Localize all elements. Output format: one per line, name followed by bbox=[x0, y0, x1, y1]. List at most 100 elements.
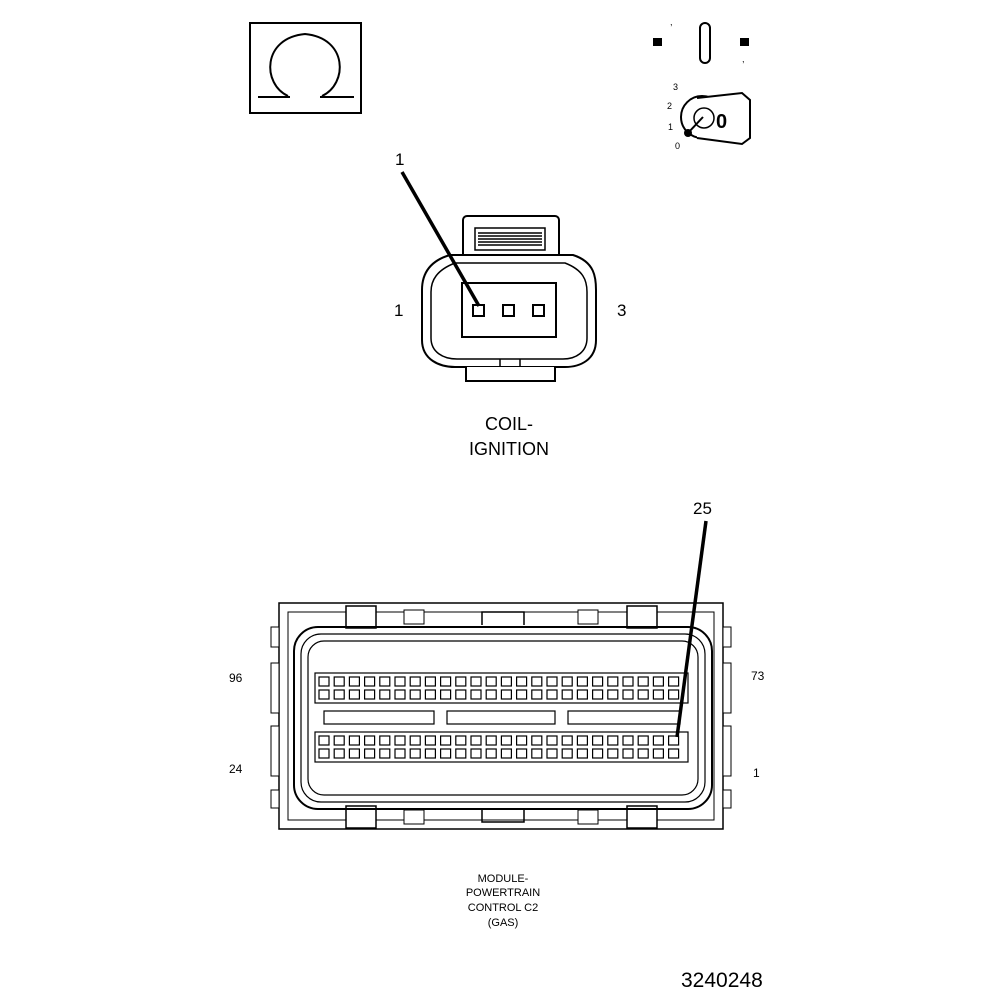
pcm-pin-cavity bbox=[379, 735, 391, 746]
pcm-pin-grid bbox=[318, 676, 680, 759]
pcm-pin-cavity bbox=[333, 676, 345, 687]
pcm-pin-cavity bbox=[531, 748, 543, 759]
coil-right-pin-label: 3 bbox=[617, 301, 626, 320]
pcm-pin-cavity bbox=[607, 735, 619, 746]
pcm-pin-cavity bbox=[576, 735, 589, 746]
pcm-pin-cavity bbox=[561, 735, 573, 746]
pcm-pin-cavity bbox=[333, 748, 345, 759]
pcm-pin-cavity bbox=[500, 735, 512, 746]
pcm-pin-cavity bbox=[667, 748, 680, 759]
pcm-pin-cavity bbox=[455, 689, 467, 700]
pcm-pin-cavity bbox=[637, 676, 649, 687]
pcm-pin-cavity bbox=[440, 689, 452, 700]
coil-ignition-connector: 1 1 3 COIL- IGNITION bbox=[394, 150, 626, 459]
pcm-title-line2: POWERTRAIN bbox=[466, 887, 540, 899]
pcm-pin-cavity bbox=[394, 735, 406, 746]
pcm-pin-cavity bbox=[409, 689, 421, 700]
pcm-pin-cavity bbox=[394, 689, 406, 700]
pcm-bottom-right-pin-label: 1 bbox=[753, 766, 760, 780]
pcm-c2-connector: 25 96 73 24 1 MODULE- POWERTRAIN CONTROL… bbox=[229, 499, 765, 929]
pcm-pin-cavity bbox=[485, 748, 497, 759]
pcm-pin-cavity bbox=[379, 748, 391, 759]
pcm-pin-cavity bbox=[576, 748, 589, 759]
coil-pin-2 bbox=[502, 304, 515, 317]
pcm-pin-cavity bbox=[424, 735, 436, 746]
pcm-pin-cavity bbox=[379, 676, 391, 687]
coil-pin-1 bbox=[472, 304, 485, 317]
pcm-pin-cavity bbox=[667, 676, 680, 687]
pcm-pin-cavity bbox=[348, 735, 360, 746]
pcm-callout-label: 25 bbox=[693, 499, 712, 518]
pcm-pin-cavity bbox=[318, 676, 330, 687]
key-position-0: 0 bbox=[675, 141, 680, 151]
pcm-title-line1: MODULE- bbox=[478, 873, 529, 885]
pcm-title-line3: CONTROL C2 bbox=[468, 902, 539, 914]
pcm-pin-cavity bbox=[394, 748, 406, 759]
pcm-pin-cavity bbox=[531, 689, 543, 700]
pcm-pin-cavity bbox=[379, 689, 391, 700]
pcm-pin-cavity bbox=[622, 735, 634, 746]
pcm-title-line4: (GAS) bbox=[488, 917, 519, 929]
pcm-pin-cavity bbox=[546, 735, 558, 746]
pcm-pin-cavity bbox=[561, 748, 573, 759]
pcm-pin-cavity bbox=[591, 735, 604, 746]
pcm-pin-cavity bbox=[424, 676, 436, 687]
pcm-pin-cavity bbox=[485, 735, 497, 746]
pcm-pin-cavity bbox=[667, 689, 680, 700]
key-position-1: 1 bbox=[668, 122, 673, 132]
pcm-pin-cavity bbox=[607, 689, 619, 700]
pcm-pin-cavity bbox=[500, 748, 512, 759]
pcm-pin-cavity bbox=[348, 676, 360, 687]
pcm-pin-cavity bbox=[333, 689, 345, 700]
pcm-pin-cavity bbox=[637, 689, 649, 700]
coil-title-line1: COIL- bbox=[485, 414, 533, 434]
pcm-pin-cavity bbox=[455, 676, 467, 687]
document-id: 3240248 bbox=[681, 969, 763, 992]
pcm-pin-cavity bbox=[440, 735, 452, 746]
svg-text:,: , bbox=[670, 17, 673, 27]
ohm-symbol bbox=[249, 22, 362, 114]
pcm-pin-cavity bbox=[515, 735, 528, 746]
coil-left-pin-label: 1 bbox=[394, 301, 403, 320]
pcm-pin-cavity bbox=[652, 735, 665, 746]
pcm-pin-cavity bbox=[531, 735, 543, 746]
coil-title-line2: IGNITION bbox=[469, 439, 549, 459]
pcm-pin-cavity bbox=[561, 689, 573, 700]
pcm-pin-cavity bbox=[546, 689, 558, 700]
pcm-pin-cavity bbox=[409, 676, 421, 687]
pcm-pin-cavity bbox=[546, 748, 558, 759]
pcm-pin-cavity bbox=[591, 689, 604, 700]
pcm-pin-cavity bbox=[364, 748, 376, 759]
key-position-2: 2 bbox=[667, 101, 672, 111]
pcm-pin-cavity bbox=[348, 689, 360, 700]
pcm-pin-cavity bbox=[515, 748, 528, 759]
pcm-pin-cavity bbox=[591, 748, 604, 759]
pcm-pin-cavity bbox=[440, 748, 452, 759]
pcm-pin-cavity bbox=[515, 676, 528, 687]
pcm-pin-cavity bbox=[485, 676, 497, 687]
pcm-pin-cavity bbox=[622, 676, 634, 687]
ignition-key-icon: , , 3 2 1 0 0 bbox=[653, 17, 751, 151]
pcm-pin-cavity bbox=[424, 689, 436, 700]
pcm-pin-cavity bbox=[561, 676, 573, 687]
svg-text:,: , bbox=[742, 54, 745, 64]
pcm-pin-cavity bbox=[364, 735, 376, 746]
pcm-pin-cavity bbox=[515, 689, 528, 700]
pcm-pin-cavity bbox=[394, 676, 406, 687]
pcm-pin-cavity bbox=[607, 676, 619, 687]
pcm-pin-cavity bbox=[546, 676, 558, 687]
pcm-pin-cavity bbox=[500, 676, 512, 687]
pcm-pin-cavity bbox=[318, 689, 330, 700]
pcm-pin-cavity bbox=[333, 735, 345, 746]
pcm-pin-cavity bbox=[622, 748, 634, 759]
pcm-pin-cavity bbox=[318, 748, 330, 759]
pcm-pin-cavity bbox=[652, 676, 665, 687]
pcm-pin-cavity bbox=[318, 735, 330, 746]
pcm-pin-cavity bbox=[470, 689, 482, 700]
pcm-pin-cavity bbox=[440, 676, 452, 687]
key-position-3: 3 bbox=[673, 82, 678, 92]
pcm-pin-cavity bbox=[667, 735, 680, 746]
pcm-pin-cavity bbox=[652, 689, 665, 700]
pcm-pin-cavity bbox=[485, 689, 497, 700]
